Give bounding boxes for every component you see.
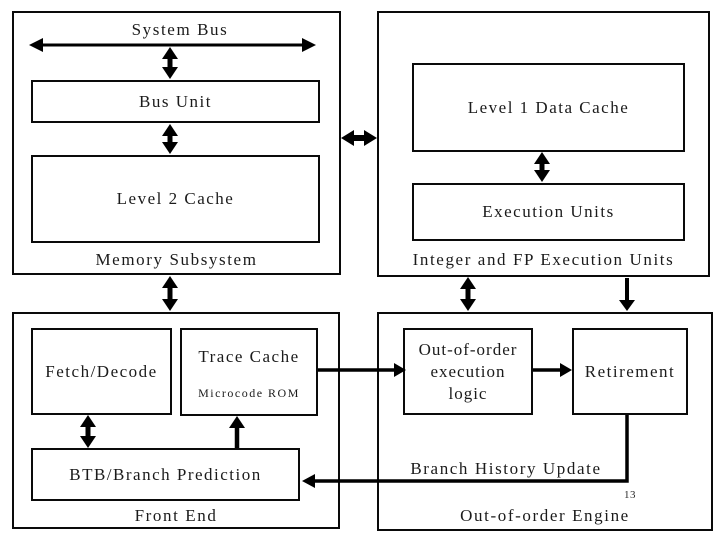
block-btb-branch-prediction: BTB/Branch Prediction [31, 448, 300, 501]
block-label-execution-units: Execution Units [482, 202, 615, 221]
block-label-level-1-data-cache: Level 1 Data Cache [467, 97, 630, 117]
page-number: 13 [624, 489, 636, 501]
arrow-executionunits-oooengine-down [619, 278, 635, 311]
block-label-out-of-order-execution-logic: Out-of-order execution logic [418, 339, 518, 403]
block-label-level-2-cache: Level 2 Cache [116, 189, 235, 208]
block-bus-unit: Bus Unit [31, 80, 320, 123]
block-label-bus-unit: Bus Unit [139, 91, 212, 111]
group-label-out-of-order-engine: Out-of-order Engine [460, 506, 630, 525]
group-label-integer-fp-execution-units: Integer and FP Execution Units [412, 250, 675, 269]
block-trace-cache: Trace Cache Microcode ROM [180, 328, 318, 416]
block-label-fetch-decode: Fetch/Decode [45, 361, 158, 381]
block-label-retirement: Retirement [584, 361, 676, 381]
group-label-memory-subsystem: Memory Subsystem [95, 250, 258, 269]
arrow-memory-frontend [162, 276, 178, 311]
block-sublabel-microcode-rom: Microcode ROM [198, 386, 300, 400]
block-execution-units: Execution Units [412, 183, 685, 241]
system-bus-label: System Bus [131, 20, 229, 39]
block-label-btb-branch-prediction: BTB/Branch Prediction [69, 464, 262, 484]
group-label-front-end: Front End [134, 506, 218, 525]
block-level-2-cache: Level 2 Cache [31, 155, 320, 243]
block-level-1-data-cache: Level 1 Data Cache [412, 63, 685, 152]
block-fetch-decode: Fetch/Decode [31, 328, 172, 415]
block-label-trace-cache: Trace Cache [198, 347, 300, 366]
block-out-of-order-execution-logic: Out-of-order execution logic [403, 328, 533, 415]
arrow-intfp-oooengine [460, 277, 476, 311]
branch-history-update-label: Branch History Update [410, 459, 602, 478]
block-retirement: Retirement [572, 328, 688, 415]
arrow-memory-intfp [341, 130, 377, 146]
